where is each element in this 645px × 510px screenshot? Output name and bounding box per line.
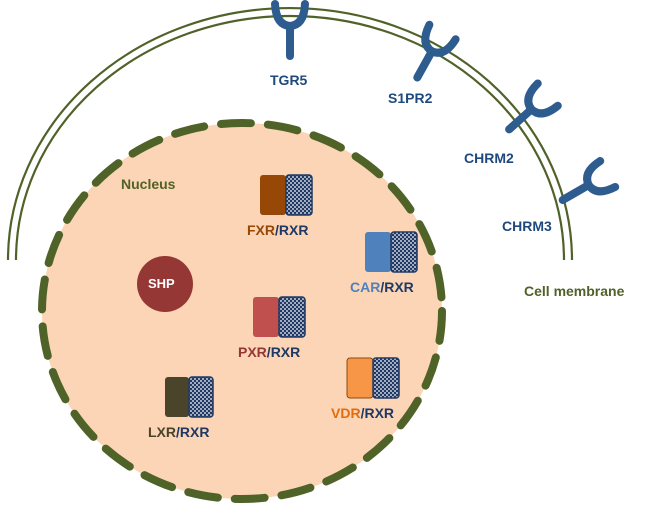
- pxr-sep: /: [266, 344, 271, 360]
- vdr-sep: /: [360, 405, 365, 421]
- cell-membrane: [6, 6, 574, 261]
- tgr5-label: TGR5: [270, 72, 308, 88]
- pxr-text: PXR: [238, 344, 267, 360]
- car-rxr-dimer-icon: [365, 231, 418, 273]
- cell-membrane-label: Cell membrane: [524, 283, 625, 299]
- lxr-rxr-label: LXR/RXR: [148, 424, 209, 440]
- car-rxr-text: RXR: [384, 279, 414, 295]
- nucleus: [38, 119, 446, 503]
- chrm2-receptor-icon: [505, 79, 562, 134]
- fxr-rxr-text: RXR: [278, 222, 309, 238]
- car-rxr-label: CAR/RXR: [350, 279, 414, 295]
- lxr-sep: /: [176, 424, 180, 440]
- s1pr2-receptor-icon: [413, 20, 460, 82]
- chrm2-label: CHRM2: [464, 150, 514, 166]
- lxr-rxr-text: RXR: [179, 424, 210, 440]
- fxr-text: FXR: [247, 222, 275, 238]
- fxr-rxr-dimer-icon: [260, 174, 313, 216]
- s1pr2-label: S1PR2: [388, 90, 433, 106]
- vdr-rxr-label: VDR/RXR: [331, 405, 394, 421]
- pxr-rxr-text: RXR: [270, 344, 301, 360]
- shp-label: SHP: [148, 276, 175, 291]
- fxr-rxr-label: FXR/RXR: [247, 222, 308, 238]
- vdr-rxr-text: RXR: [364, 405, 395, 421]
- pxr-rxr-dimer-icon: [253, 296, 306, 338]
- shp-circle: [137, 256, 193, 312]
- car-text: CAR: [350, 279, 381, 295]
- chrm3-receptor-icon: [558, 157, 620, 204]
- car-sep: /: [380, 279, 385, 295]
- lxr-rxr-dimer-icon: [165, 376, 214, 418]
- tgr5-receptor-icon: [271, 0, 309, 60]
- vdr-rxr-dimer-icon: [346, 357, 400, 399]
- lxr-text: LXR: [148, 424, 176, 440]
- chrm3-label: CHRM3: [502, 218, 552, 234]
- pxr-rxr-label: PXR/RXR: [238, 344, 300, 360]
- vdr-text: VDR: [331, 405, 361, 421]
- fxr-sep: /: [275, 222, 279, 238]
- nucleus-label: Nucleus: [121, 176, 176, 192]
